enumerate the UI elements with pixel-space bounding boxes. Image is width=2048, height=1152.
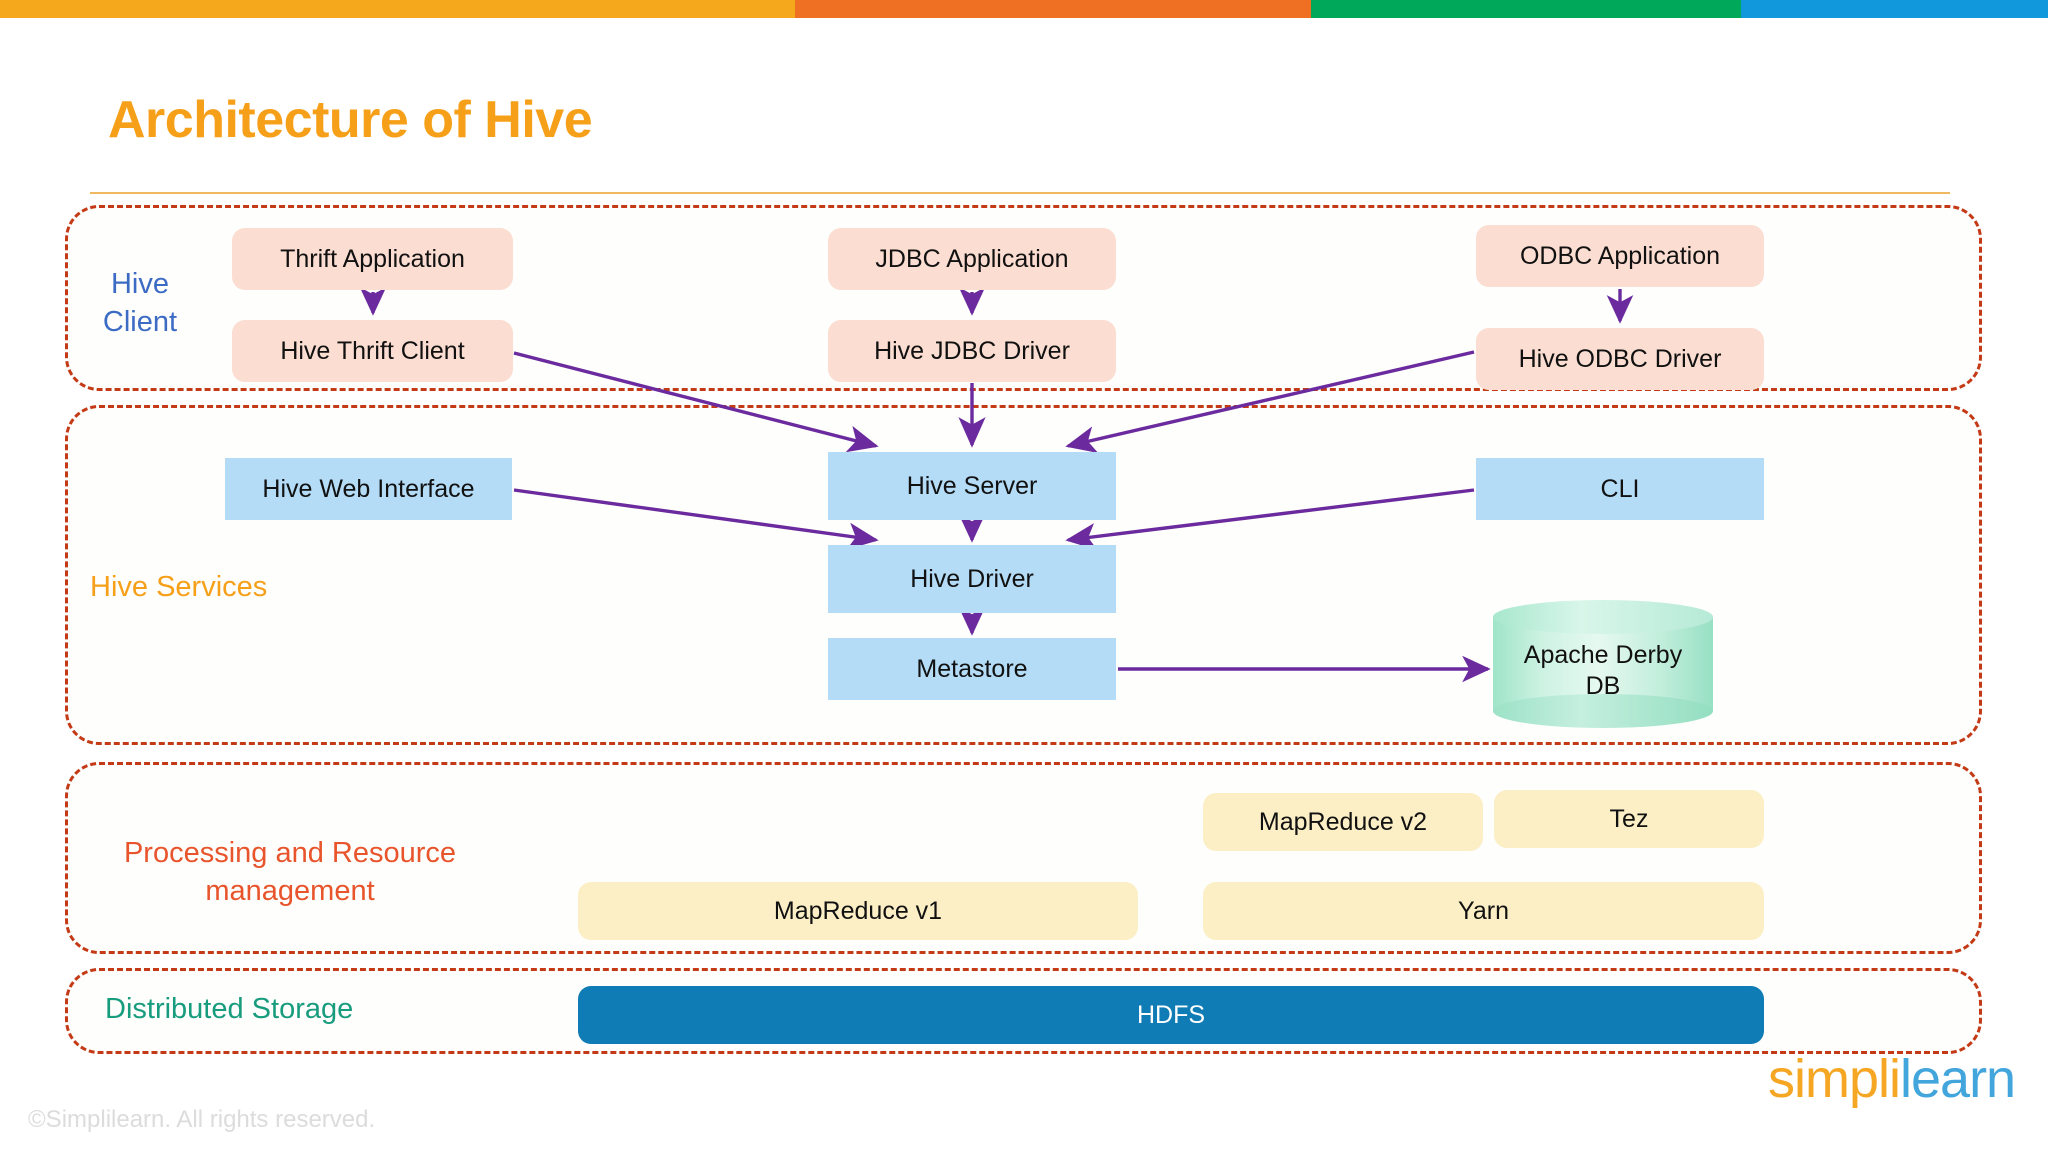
- section-label-hive-client: Hive Client: [102, 268, 178, 338]
- node-thrift-application[interactable]: Thrift Application: [232, 228, 513, 290]
- section-label-processing: Processing and Resource management: [123, 837, 457, 907]
- node-hive-odbc-driver[interactable]: Hive ODBC Driver: [1476, 328, 1764, 390]
- logo-text-learn: learn: [1900, 1049, 2016, 1109]
- node-yarn[interactable]: Yarn: [1203, 882, 1764, 940]
- logo-text-simpl: simpl: [1768, 1049, 1890, 1109]
- node-hive-driver[interactable]: Hive Driver: [828, 545, 1116, 613]
- node-hive-thrift-client[interactable]: Hive Thrift Client: [232, 320, 513, 382]
- node-hive-server[interactable]: Hive Server: [828, 452, 1116, 520]
- node-mapreduce-v1[interactable]: MapReduce v1: [578, 882, 1138, 940]
- topbar-segment-amber: [0, 0, 795, 18]
- node-apache-derby-db[interactable]: Apache Derby DB: [1493, 600, 1713, 728]
- topbar-segment-blue: [1740, 0, 2048, 18]
- copyright-text: ©Simplilearn. All rights reserved.: [28, 1106, 376, 1133]
- topbar-segment-orange: [794, 0, 1311, 18]
- topbar-segment-green: [1310, 0, 1741, 18]
- node-hive-jdbc-driver[interactable]: Hive JDBC Driver: [828, 320, 1116, 382]
- node-metastore[interactable]: Metastore: [828, 638, 1116, 700]
- node-odbc-application[interactable]: ODBC Application: [1476, 225, 1764, 287]
- simplilearn-logo: simplilearn: [1768, 1049, 2016, 1109]
- cylinder-top-ellipse: [1493, 600, 1713, 634]
- section-label-distributed-storage: Distributed Storage: [105, 993, 354, 1025]
- cylinder-bottom-ellipse: [1493, 694, 1713, 728]
- node-apache-derby-db-label: Apache Derby DB: [1523, 641, 1683, 700]
- node-mapreduce-v2[interactable]: MapReduce v2: [1203, 793, 1483, 851]
- node-cli[interactable]: CLI: [1476, 458, 1764, 520]
- logo-text-i: i: [1889, 1049, 1901, 1109]
- title-underline: [90, 192, 1950, 194]
- node-hive-web-interface[interactable]: Hive Web Interface: [225, 458, 512, 520]
- section-label-hive-services: Hive Services: [90, 571, 268, 603]
- page-title: Architecture of Hive: [108, 91, 593, 149]
- node-hdfs[interactable]: HDFS: [578, 986, 1764, 1044]
- top-color-bar: [0, 0, 2048, 18]
- node-jdbc-application[interactable]: JDBC Application: [828, 228, 1116, 290]
- node-tez[interactable]: Tez: [1494, 790, 1764, 848]
